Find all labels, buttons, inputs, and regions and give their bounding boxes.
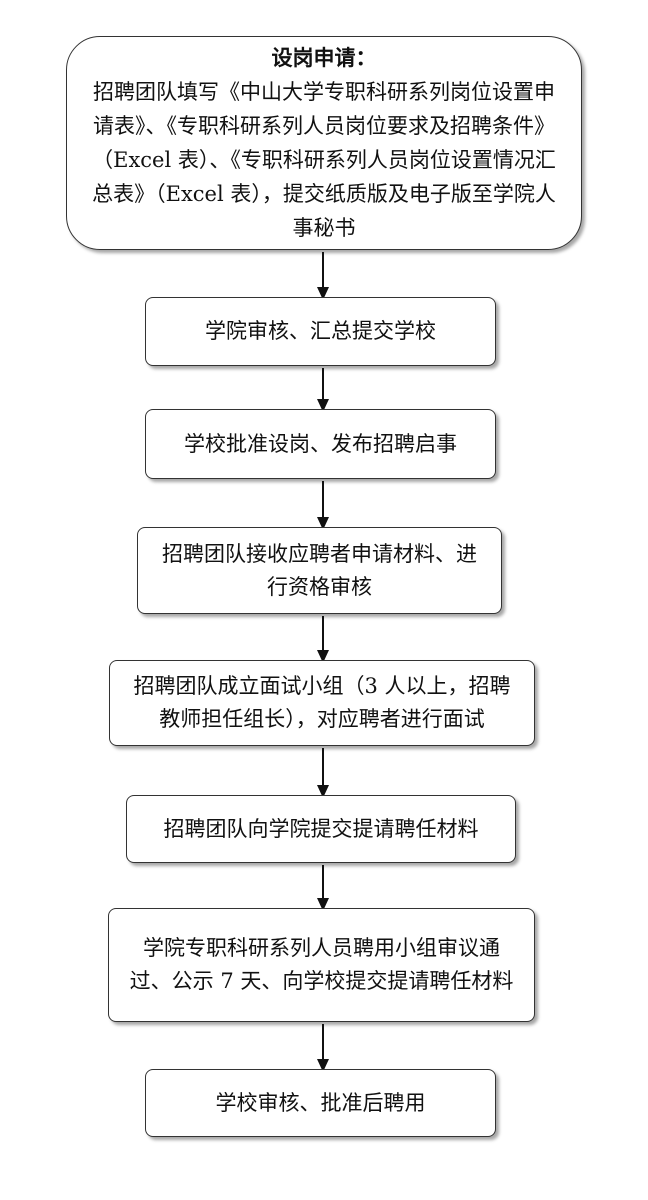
step-3-box: 学校批准设岗、发布招聘启事 [145,409,496,479]
step-2-text: 学院审核、汇总提交学校 [205,319,436,343]
arrow-7-8 [317,1024,329,1072]
arrow-2-3 [317,368,329,412]
arrow-5-6 [317,748,329,798]
step-6-box: 招聘团队向学院提交提请聘任材料 [126,795,516,863]
step-3-text: 学校批准设岗、发布招聘启事 [184,431,457,456]
step-8-text: 学校审核、批准后聘用 [215,1090,426,1115]
step-5-text: 招聘团队成立面试小组（3 人以上，招聘教师担任组长），对应聘者进行面试 [133,674,511,731]
step-1-box: 设岗申请： 招聘团队填写《中山大学专职科研系列岗位设置申请表》、《专职科研系列人… [66,36,582,250]
step-7-box: 学院专职科研系列人员聘用小组审议通过、公示 7 天、向学校提交提请聘任材料 [108,908,535,1022]
step-6-text: 招聘团队向学院提交提请聘任材料 [163,816,479,841]
arrow-6-7 [317,865,329,911]
arrow-1-2 [317,252,329,300]
arrow-3-4 [317,481,329,530]
step-7-text: 学院专职科研系列人员聘用小组审议通过、公示 7 天、向学校提交提请聘任材料 [129,936,514,993]
step-1-title: 设岗申请： [271,45,377,70]
step-1-text: 招聘团队填写《中山大学专职科研系列岗位设置申请表》、《专职科研系列人员岗位要求及… [92,80,556,240]
step-4-box: 招聘团队接收应聘者申请材料、进行资格审核 [137,527,502,614]
step-2-box: 学院审核、汇总提交学校 [145,297,496,366]
step-4-text: 招聘团队接收应聘者申请材料、进行资格审核 [162,541,477,599]
step-8-box: 学校审核、批准后聘用 [145,1069,496,1137]
arrow-4-5 [317,616,329,663]
step-5-box: 招聘团队成立面试小组（3 人以上，招聘教师担任组长），对应聘者进行面试 [109,660,535,746]
